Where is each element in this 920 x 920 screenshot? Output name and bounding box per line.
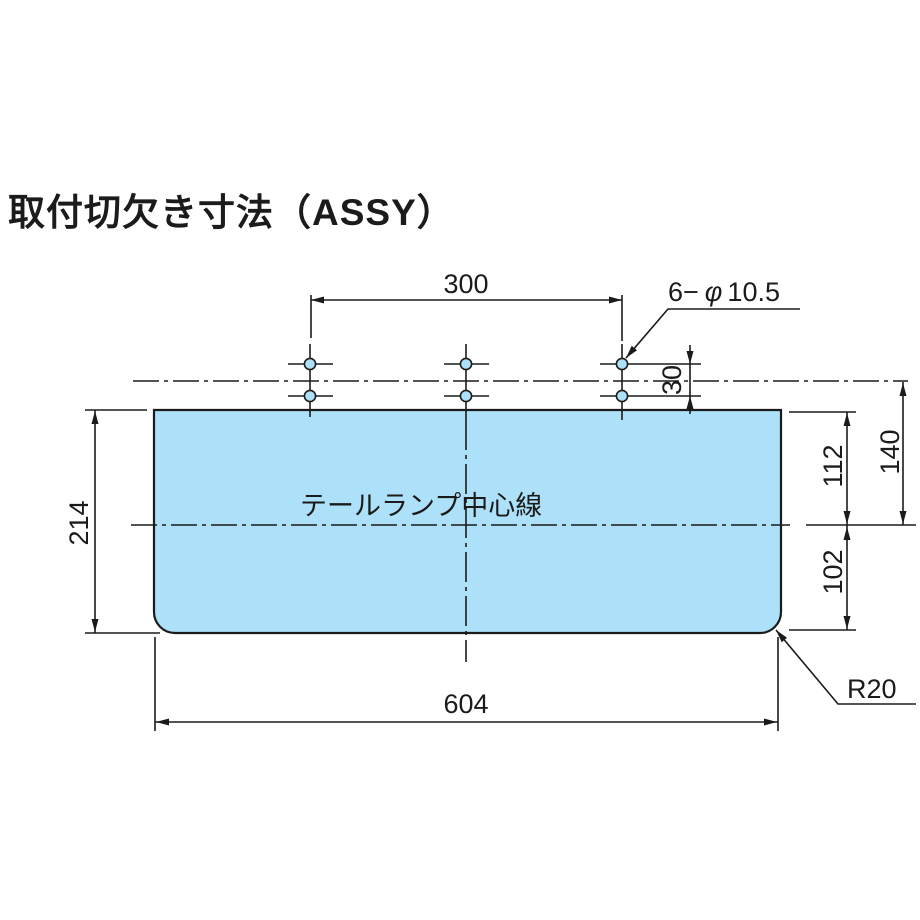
hole: [459, 389, 473, 403]
dim-hole-row-gap: 30: [657, 365, 687, 395]
dim-holes-to-centerline: 140: [875, 429, 905, 474]
centerline-label: テールランプ中心線: [300, 491, 542, 521]
cutout-shape: [152, 408, 783, 635]
dim-top-to-centerline: 112: [818, 444, 848, 487]
dimension-lines: [94, 299, 916, 723]
hole: [303, 389, 317, 403]
corner-radius-label: R20: [847, 674, 897, 704]
dim-total-width: 604: [443, 689, 488, 719]
dim-centerline-to-bottom: 102: [818, 549, 848, 594]
hole: [615, 389, 629, 403]
page-title: 取付切欠き寸法（ASSY）: [8, 192, 455, 233]
hole: [615, 357, 629, 371]
mounting-holes: [303, 357, 629, 403]
hole: [459, 357, 473, 371]
hole: [303, 357, 317, 371]
dim-hole-pitch: 300: [443, 269, 488, 299]
hole-crosshairs: [288, 344, 701, 420]
dim-total-height: 214: [64, 500, 94, 545]
